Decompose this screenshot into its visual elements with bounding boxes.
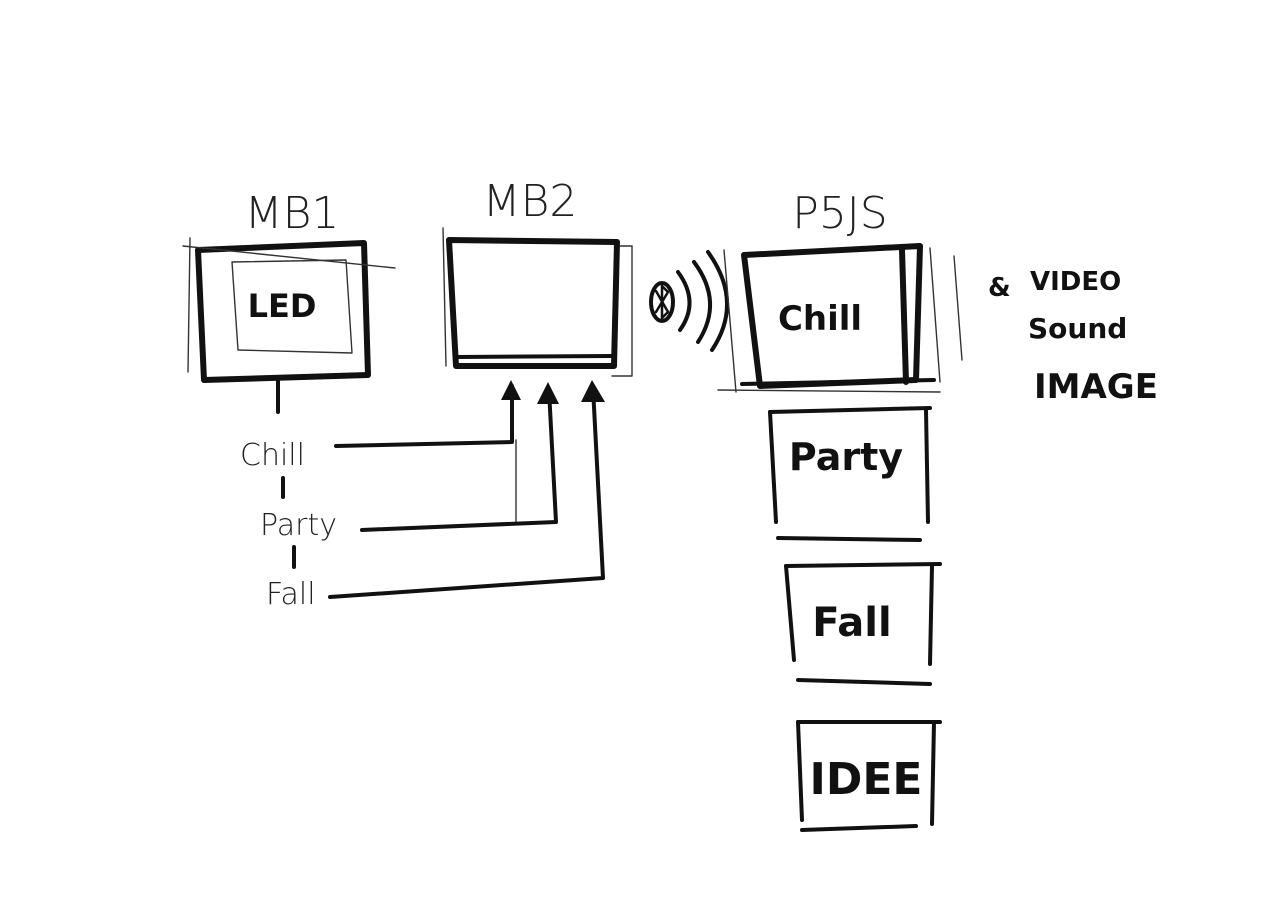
connector-party <box>360 388 558 532</box>
screen-party: Party <box>768 406 932 542</box>
bluetooth-icon <box>649 250 730 352</box>
connector-chill <box>334 384 514 448</box>
led-box: LED <box>231 259 353 354</box>
media-bullet: & <box>988 273 1011 303</box>
mb2-title: MB2 <box>483 176 578 227</box>
media-item-sound: Sound <box>1028 312 1127 345</box>
connector-fall <box>328 386 605 599</box>
p5js-node: P5JS <box>792 188 887 239</box>
mb2-node: MB2 <box>442 176 633 377</box>
screen-fall: Fall <box>784 562 942 686</box>
screen-idee: IDEE <box>796 720 942 832</box>
mb1-node: MB1 LED <box>182 188 396 414</box>
arrowhead-chill <box>501 380 521 400</box>
arrowhead-party <box>537 382 559 404</box>
state-chill: Chill <box>240 438 305 473</box>
mb1-title: MB1 <box>245 188 340 239</box>
media-list: & VIDEO Sound IMAGE <box>988 267 1158 407</box>
state-fall: Fall <box>266 577 316 612</box>
screen-party-label: Party <box>789 435 903 479</box>
state-connectors <box>328 380 605 599</box>
p5js-title: P5JS <box>792 188 887 239</box>
screen-fall-label: Fall <box>812 600 891 646</box>
screen-idee-label: IDEE <box>809 754 922 805</box>
media-item-video: VIDEO <box>1030 267 1121 297</box>
state-list: Chill Party Fall <box>240 438 337 612</box>
arrowhead-fall <box>581 380 605 402</box>
screen-chill-label: Chill <box>778 299 862 339</box>
led-label: LED <box>248 287 317 325</box>
state-party: Party <box>260 508 337 543</box>
media-item-image: IMAGE <box>1034 367 1158 407</box>
screen-chill: Chill <box>717 243 963 393</box>
